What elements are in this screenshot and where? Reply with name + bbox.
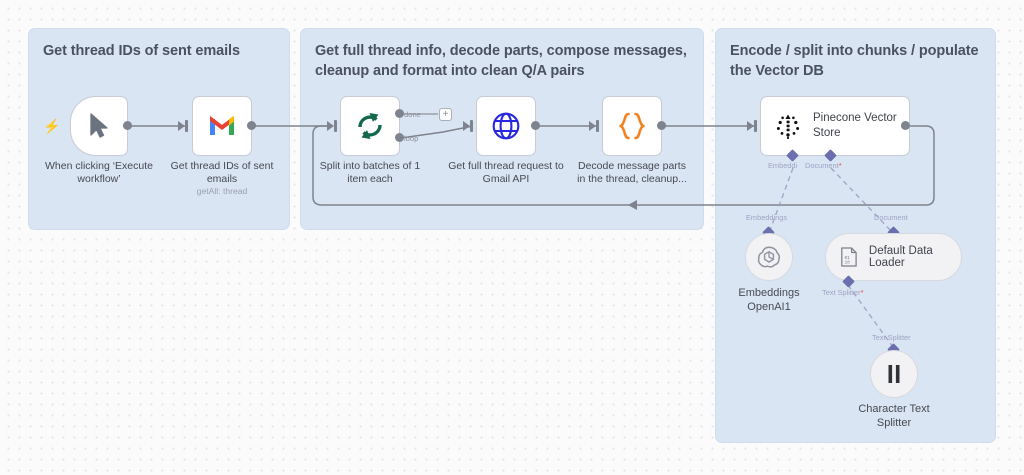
sticky-note-2-title: Get full thread info, decode parts, comp… <box>315 43 687 79</box>
lightning-bolt-icon: ⚡ <box>43 118 61 134</box>
splitter-node-circle[interactable] <box>870 350 918 398</box>
pinecone-document-port-label: Document* <box>805 161 842 170</box>
split-output-port-loop[interactable] <box>395 133 404 142</box>
globe-icon <box>492 112 520 140</box>
pinecone-node-box[interactable]: Pinecone Vector Store <box>760 96 910 156</box>
split-input-bar <box>334 120 337 132</box>
embeddings-port-label: Embeddings <box>746 213 788 222</box>
split-node-box[interactable] <box>340 96 400 156</box>
node-label-splitter: Character Text Splitter <box>858 403 930 430</box>
pinecone-embedding-port-label: Embeddi <box>768 161 797 170</box>
dataloader-node-label: Default Data Loader <box>868 245 933 269</box>
http-output-port[interactable] <box>531 121 540 130</box>
node-label-gmail: Get thread IDs of sent emails <box>170 160 274 186</box>
dataloader-node-pill[interactable]: 01 10 Default Data Loader <box>825 233 962 281</box>
loop-icon <box>358 113 382 139</box>
node-label-split: Split into batches of 1 item each <box>319 160 421 186</box>
node-label-http: Get full thread request to Gmail API <box>448 160 564 186</box>
pinecone-input-bar <box>754 120 757 132</box>
add-node-button[interactable]: + <box>439 108 452 121</box>
required-asterisk: * <box>838 161 842 170</box>
openai-icon <box>757 246 781 268</box>
split-output-port-done[interactable] <box>395 109 404 118</box>
pinecone-output-port[interactable] <box>901 121 910 130</box>
cursor-pointer-icon <box>90 113 108 138</box>
gmail-node-box[interactable] <box>192 96 252 156</box>
svg-text:10: 10 <box>844 260 850 266</box>
sticky-note-1-title: Get thread IDs of sent emails <box>43 43 240 59</box>
sticky-note-3-title: Encode / split into chunks / populate th… <box>730 43 979 79</box>
gmail-output-port[interactable] <box>247 121 256 130</box>
required-asterisk-2: * <box>860 288 864 297</box>
node-label-embeddings: Embeddings OpenAI1 <box>738 287 800 314</box>
http-node-box[interactable] <box>476 96 536 156</box>
edge-label-done: done <box>404 110 421 119</box>
pinecone-icon <box>776 114 800 139</box>
binary-file-icon: 01 10 <box>841 247 857 267</box>
embeddings-node-circle[interactable] <box>745 233 793 281</box>
edge-label-loop: loop <box>404 134 419 143</box>
gmail-icon <box>210 116 234 135</box>
gmail-input-bar <box>185 120 188 132</box>
dataloader-textsplitter-text: Text Splitter <box>822 288 861 297</box>
manual-trigger-box[interactable] <box>70 96 128 156</box>
node-subtitle-gmail: getAll: thread <box>196 186 248 196</box>
gmail-input-arrow <box>178 121 185 131</box>
http-input-bar <box>470 120 473 132</box>
code-braces-icon <box>618 112 646 140</box>
pinecone-document-port-text: Document <box>805 161 839 170</box>
pinecone-node-label: Pinecone Vector Store <box>813 112 897 139</box>
pinecone-input-arrow <box>747 121 754 131</box>
dataloader-textsplitter-label: Text Splitter* <box>822 288 864 297</box>
http-input-arrow <box>463 121 470 131</box>
splitter-port-label: Text Splitter <box>872 333 911 342</box>
code-input-arrow <box>589 121 596 131</box>
split-input-arrow <box>327 121 334 131</box>
node-label-code: Decode message parts in the thread, clea… <box>577 160 687 186</box>
pinecone-embedding-port-text: Embeddi <box>768 161 798 170</box>
code-output-port[interactable] <box>657 121 666 130</box>
node-label-trigger: When clicking ‘Execute workflow’ <box>45 160 153 186</box>
trigger-output-port[interactable] <box>123 121 132 130</box>
svg-text:01: 01 <box>844 255 850 261</box>
pause-bars-icon <box>888 365 900 383</box>
code-input-bar <box>596 120 599 132</box>
document-port-label: Document <box>874 213 908 222</box>
code-node-box[interactable] <box>602 96 662 156</box>
